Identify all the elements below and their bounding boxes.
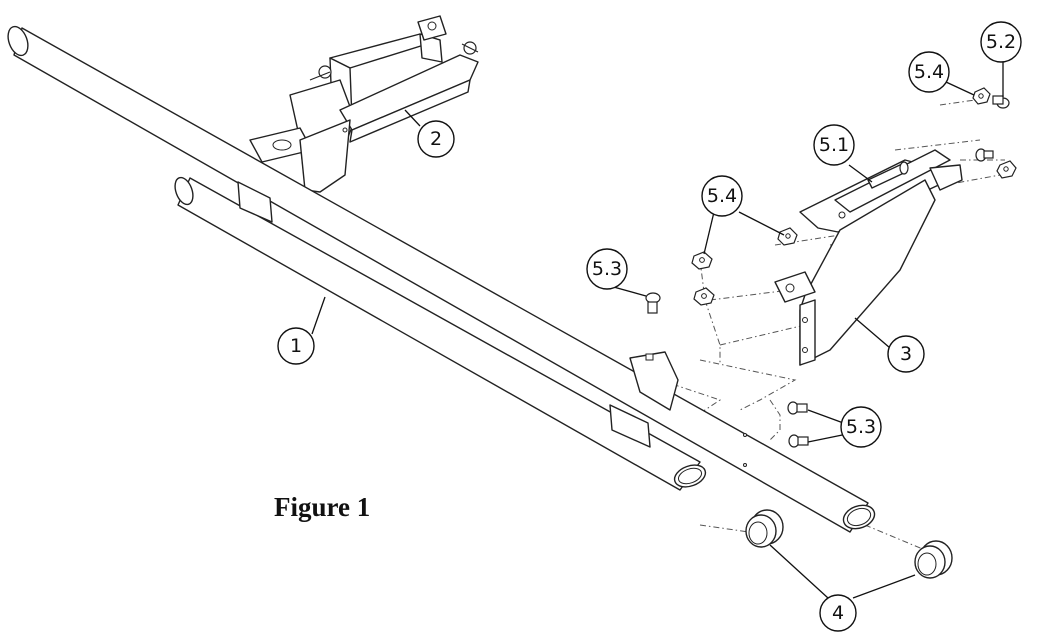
callout-2: 2 [417, 120, 455, 158]
callout-5-4-left: 5.4 [701, 175, 743, 217]
end-caps [745, 509, 953, 579]
leader-lines [311, 61, 1004, 599]
figure-caption: Figure 1 [274, 492, 370, 522]
callout-5-3-bottom-label: 5.3 [846, 416, 876, 438]
callout-4: 4 [819, 594, 857, 632]
callout-5-3-bottom: 5.3 [840, 406, 882, 448]
callout-5-3-left: 5.3 [586, 248, 628, 290]
callout-5-1-label: 5.1 [819, 134, 849, 156]
callout-5-1: 5.1 [813, 124, 855, 166]
callout-1-label: 1 [290, 335, 302, 357]
callout-5-2-label: 5.2 [986, 31, 1016, 53]
callout-5-4-left-label: 5.4 [707, 185, 737, 207]
tube-clips [237, 181, 679, 448]
upper-bracket [249, 15, 479, 193]
callout-5-3-left-label: 5.3 [592, 258, 622, 280]
pin-5-1 [867, 161, 909, 189]
callout-5-2: 5.2 [980, 21, 1022, 63]
side-bracket [774, 149, 963, 366]
callout-2-label: 2 [430, 128, 442, 150]
callout-5-4-top: 5.4 [908, 51, 950, 93]
front-tube [7, 25, 876, 533]
hardware [645, 87, 1017, 448]
callout-5-4-top-label: 5.4 [914, 61, 944, 83]
callout-3-label: 3 [900, 343, 912, 365]
callout-4-label: 4 [832, 602, 844, 624]
callout-1: 1 [277, 327, 315, 365]
rear-tube [174, 176, 707, 491]
callout-3: 3 [887, 335, 925, 373]
